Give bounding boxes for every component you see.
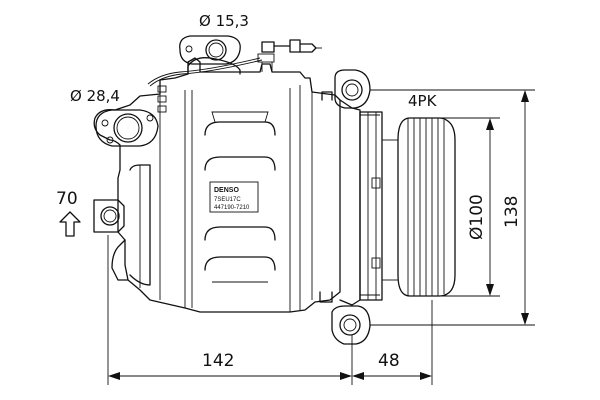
rear-mounting-ear (93, 199, 125, 233)
service-fittings (157, 85, 167, 113)
bottom-mounting-ear (331, 305, 371, 345)
suction-port (95, 109, 159, 147)
pulley (397, 117, 456, 297)
nameplate-brand: DENSO (214, 187, 239, 194)
dim-horizontal-lengths: 142 48 (107, 235, 433, 385)
dim-discharge-port: Ø 15,3 (199, 12, 249, 30)
nameplate: DENSO 7SEU17C 447190-7210 (209, 181, 259, 213)
up-arrow-icon (59, 211, 81, 237)
dim-pulley-grooves-label: 4PK (408, 92, 438, 110)
top-mounting-ear (334, 69, 371, 109)
dim-total-height: 138 (370, 89, 535, 326)
dim-pulley-grooves: 4PK (408, 92, 438, 110)
dim-pulley-diameter: Ø100 (440, 117, 500, 297)
dim-body-length-label: 142 (202, 351, 234, 371)
dim-suction-port: Ø 28,4 (70, 87, 120, 105)
nameplate-part-number: 447190-7210 (214, 205, 250, 211)
dim-discharge-port-label: Ø 15,3 (199, 12, 249, 30)
nameplate-model: 7SEU17C (214, 197, 241, 203)
control-valve (147, 39, 322, 87)
dim-clutch-length-label: 48 (378, 351, 400, 371)
discharge-port (179, 35, 241, 65)
dim-suction-port-label: Ø 28,4 (70, 87, 120, 105)
dim-pulley-diameter-label: Ø100 (467, 194, 487, 240)
dim-total-height-label: 138 (502, 196, 522, 228)
compressor-body (93, 57, 341, 313)
dim-mount-offset-label: 70 (56, 189, 78, 209)
dim-mount-offset: 70 (56, 189, 81, 237)
clutch-assembly (339, 99, 398, 306)
